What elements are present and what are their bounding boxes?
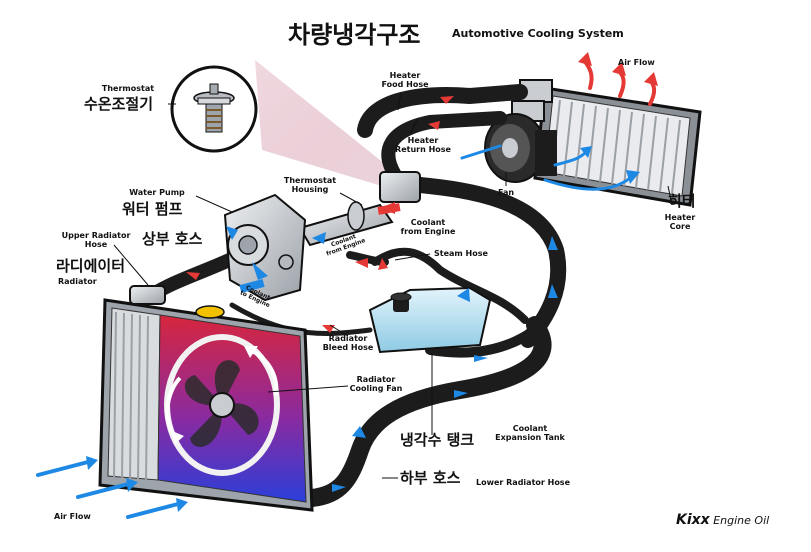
steam-hose-label: Steam Hose xyxy=(434,249,488,258)
thermostat-label-ko: 수온조절기 xyxy=(84,95,154,113)
thermostat-callout-cone xyxy=(255,60,395,190)
upper-radiator-hose-label-en: Upper Radiator Hose xyxy=(61,231,131,250)
title-english: Automotive Cooling System xyxy=(452,27,624,40)
upper-radiator-hose-label-ko: 상부 호스 xyxy=(142,230,203,248)
thermostat-magnifier xyxy=(170,65,258,153)
radiator-bleed-hose-label: Radiator Bleed Hose xyxy=(322,334,374,353)
coolant-tank-label-en: Coolant Expansion Tank xyxy=(495,424,565,443)
fan-air-flow-arrowheads xyxy=(580,146,640,184)
brand-logo: Kixx Engine Oil xyxy=(676,510,769,528)
coolant-expansion-tank xyxy=(368,286,492,354)
radiator-cooling-fan-label: Radiator Cooling Fan xyxy=(349,375,403,394)
heater-blower-fan xyxy=(484,113,557,183)
heater-food-hose-label: Heater Food Hose xyxy=(381,71,429,90)
lower-hose-label-ko: 하부 호스 xyxy=(400,469,461,487)
lower-hose-label-en: Lower Radiator Hose xyxy=(476,478,570,487)
thermostat-label-en: Thermostat xyxy=(101,84,155,93)
air-flow-bottom-label: Air Flow xyxy=(54,512,91,521)
radiator-label-ko: 라디에이터 xyxy=(56,257,126,275)
water-pump-label-ko: 워터 펌프 xyxy=(122,200,183,218)
heater-core-label-en: Heater Core xyxy=(664,213,696,232)
heater-label-ko: 히터 xyxy=(668,192,696,210)
fan-label: Fan xyxy=(497,188,515,197)
heater-return-hose-label: Heater Return Hose xyxy=(395,136,451,155)
hoses xyxy=(145,84,567,507)
radiator-air-flow-arrowheads xyxy=(86,456,188,512)
coolant-flow-arrows-red xyxy=(186,96,454,333)
coolant-flow-arrows-blue xyxy=(226,226,558,492)
radiator-label-en: Radiator xyxy=(58,277,97,286)
air-flow-top-label: Air Flow xyxy=(618,58,655,67)
coolant-from-engine-label: Coolant from Engine xyxy=(400,218,456,237)
water-pump-label-en: Water Pump xyxy=(129,188,185,197)
heater-air-flow-arrowheads xyxy=(578,52,658,86)
water-pump xyxy=(223,193,307,302)
title-korean: 차량냉각구조 xyxy=(288,21,421,49)
thermostat-housing-label: Thermostat Housing xyxy=(283,176,337,195)
label-leader-lines xyxy=(113,91,673,479)
radiator-air-flow-arrows xyxy=(36,460,180,519)
coolant-tank-label-ko: 냉각수 탱크 xyxy=(400,431,475,449)
brand-name: Kixx xyxy=(676,512,710,528)
radiator-cooling-fan xyxy=(164,334,280,476)
brand-suffix: Engine Oil xyxy=(709,514,770,527)
